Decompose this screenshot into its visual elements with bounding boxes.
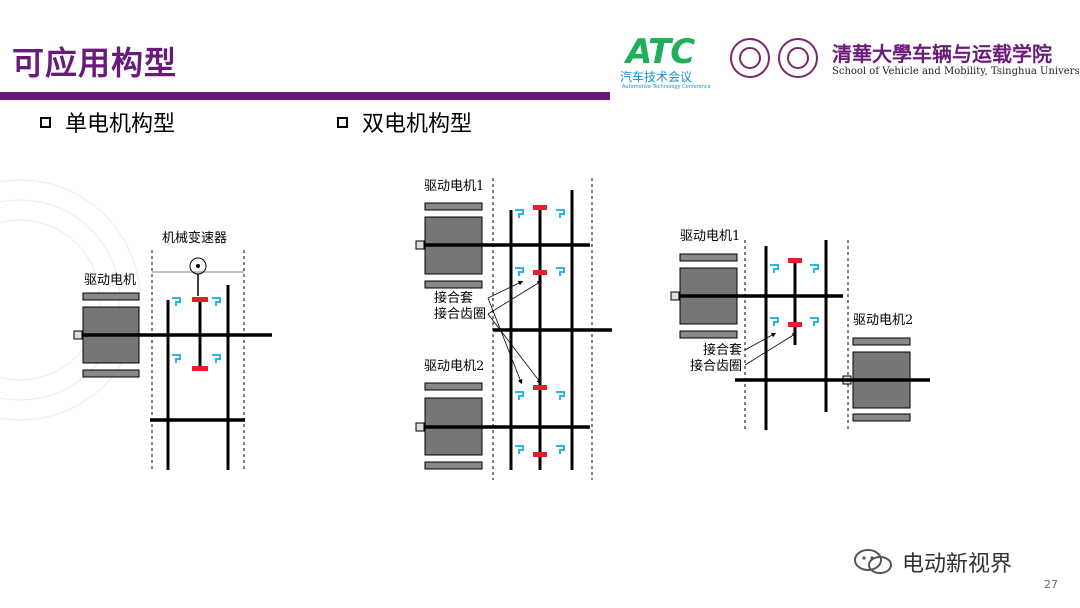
dual-a-motor1-label: 驱动电机1 [424,179,484,194]
wechat-icon [854,549,892,574]
dual-a-ring-label: 接合齿圈 [434,306,486,322]
dual-b-motor1-label: 驱动电机1 [680,229,740,244]
tsinghua-logo-en: School of Vehicle and Mobility, Tsinghua… [832,66,1080,77]
dual-motor-diagram-a: 驱动电机1 驱动电机2 接合套 接合齿圈 [415,178,612,480]
page-number: 27 [1044,578,1058,591]
atc-logo: ATC 汽车技术会议 Automotive Technology Confere… [620,32,720,90]
atc-logo-en: Automotive Technology Conference [622,84,711,90]
dual-a-motor2-label: 驱动电机2 [424,359,484,374]
title-underline-bar [0,92,610,100]
page-title: 可应用构型 [12,44,178,82]
section-dual-label: 双电机构型 [362,112,473,137]
dual-b-sleeve-label: 接合套 [703,342,742,358]
bullet-square-icon [337,116,348,128]
single-motor-label: 驱动电机 [84,273,136,288]
transmission-label: 机械变速器 [162,230,227,246]
watermark-text: 电动新视界 [902,552,1013,577]
single-motor-diagram: 机械变速器 驱动电机 [73,230,272,470]
university-seal-icon [730,38,770,78]
section-single-label: 单电机构型 [65,112,176,137]
wechat-watermark: 电动新视界 [852,546,1012,578]
atc-logo-cn: 汽车技术会议 [620,70,693,84]
dual-motor-diagram-b: 驱动电机1 驱动电机2 接合套 接合齿圈 [670,229,930,432]
section-single-motor: 单电机构型 [40,106,175,138]
dual-b-motor2-label: 驱动电机2 [853,313,913,328]
tsinghua-logo-cn: 清華大學车辆与运载学院 [832,42,1052,66]
bullet-square-icon [40,116,51,128]
dual-a-sleeve-label: 接合套 [434,290,473,306]
dual-b-ring-label: 接合齿圈 [690,358,742,374]
section-dual-motor: 双电机构型 [337,106,472,138]
atc-logo-mark: ATC [626,32,695,72]
school-seal-icon [778,38,818,78]
